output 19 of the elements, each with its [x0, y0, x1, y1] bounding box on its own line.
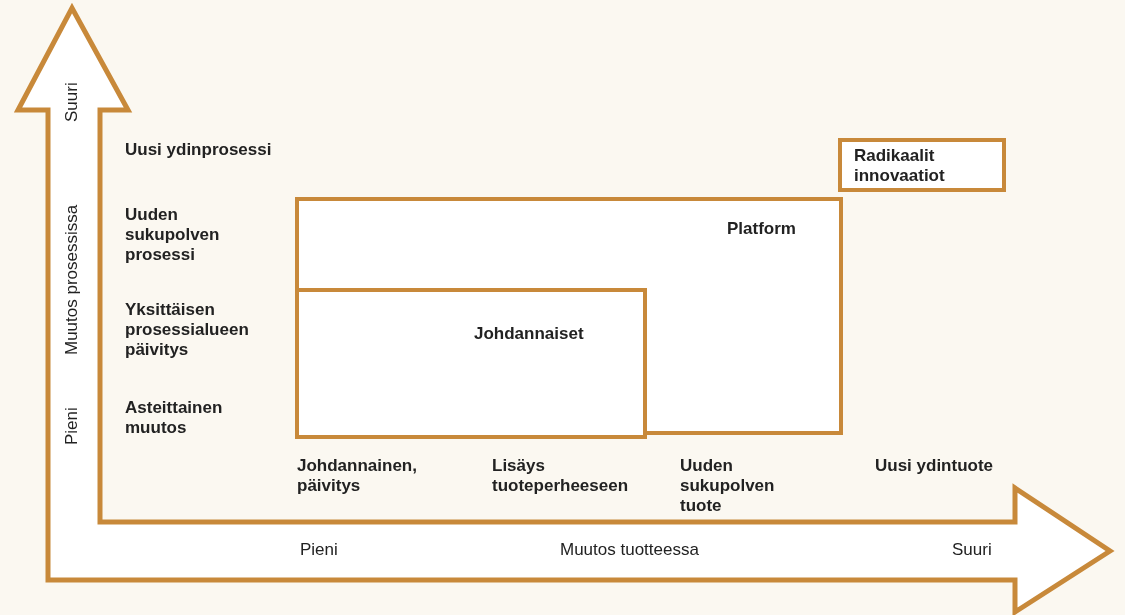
axis-label: Suuri: [952, 540, 993, 560]
box-label: Radikaalit innovaatiot: [854, 146, 946, 186]
box-label: Johdannaiset: [474, 324, 584, 344]
scale-label: Yksittäisen prosessialueen päivitys: [125, 300, 250, 360]
scale-label: Uusi ydintuote: [875, 456, 995, 476]
axis-label: Muutos prosessissa: [62, 203, 82, 355]
axis-label: Pieni: [62, 406, 82, 445]
scale-label: Uusi ydinprosessi: [125, 140, 273, 160]
scale-label: Asteittainen muutos: [125, 398, 224, 438]
axis-label: Pieni: [300, 540, 339, 560]
axis-label: Muutos tuotteessa: [560, 540, 700, 560]
scale-label: Uuden sukupolven prosessi: [125, 205, 221, 265]
scale-label: Johdannainen, päivitys: [297, 456, 418, 496]
axis-label: Suuri: [62, 81, 82, 122]
category-box: [295, 288, 647, 439]
scale-label: Uuden sukupolven tuote: [680, 456, 776, 516]
scale-label: Lisäys tuoteperheeseen: [492, 456, 630, 496]
box-label: Platform: [727, 219, 796, 239]
category-box: [838, 138, 1006, 192]
